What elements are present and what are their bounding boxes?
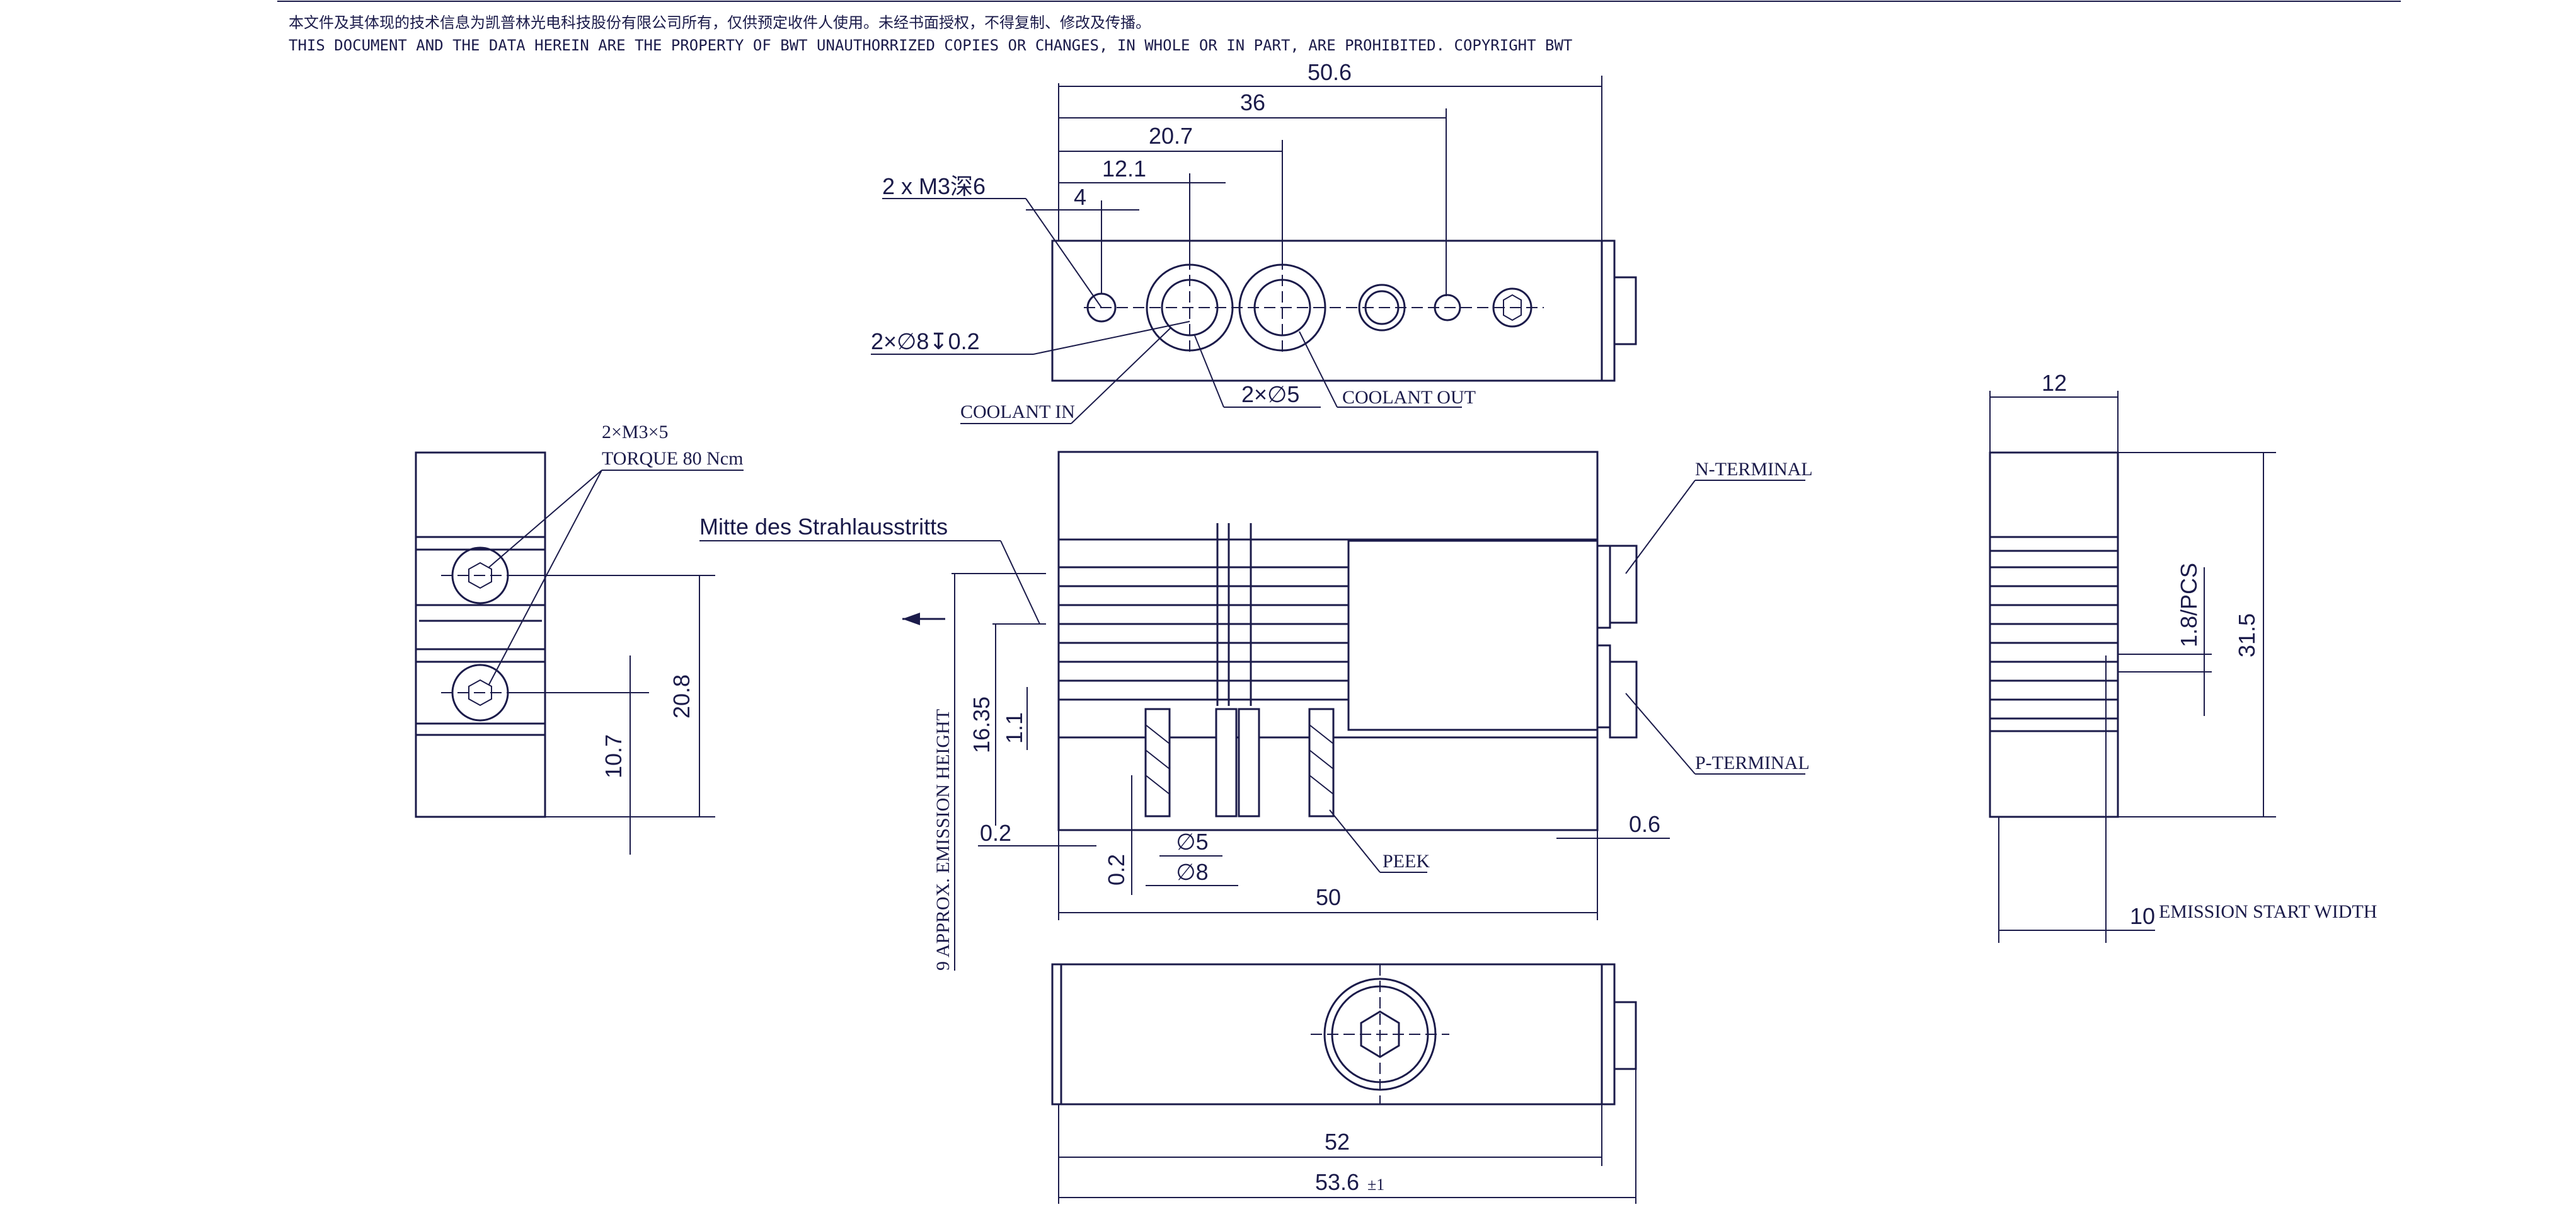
dim-36: 36: [1240, 89, 1265, 115]
n-terminal-label: N-TERMINAL: [1695, 459, 1813, 480]
p-terminal-icon: [1609, 661, 1638, 739]
hatch-line: [1309, 749, 1334, 770]
screw-spec: 2×M3×5: [602, 422, 669, 442]
n-terminal-leader: [1625, 480, 1696, 574]
right-view-body: [1989, 451, 2119, 818]
dim-12-1: 12.1: [1102, 156, 1146, 182]
beam-center-label: Mitte des Strahlausstritts: [699, 514, 948, 540]
pitch-label: 1.8/PCS: [2176, 563, 2202, 647]
bore-section: [1238, 708, 1260, 817]
arrowhead-icon: [902, 613, 920, 625]
dim-10-7: 10.7: [601, 734, 626, 778]
dim-16-35: 16.35: [969, 696, 994, 753]
hex-socket-icon: [468, 562, 492, 589]
peek-label: PEEK: [1383, 851, 1430, 872]
dim-0-2-left: 0.2: [980, 820, 1011, 846]
hex-socket-icon: [1360, 1010, 1400, 1058]
dim-50-6: 50.6: [1308, 59, 1352, 85]
dim-52: 52: [1325, 1129, 1350, 1155]
bottom-view: 52 53.6 ±1: [1051, 963, 1637, 1204]
dim-20-7: 20.7: [1149, 123, 1193, 149]
p-terminal-leader: [1625, 693, 1696, 775]
top-view-body: [1051, 240, 1603, 382]
top-view-terminal: [1613, 276, 1637, 345]
dim-53-6: 53.6: [1315, 1169, 1359, 1195]
coolant-out-label: COOLANT OUT: [1342, 387, 1476, 408]
dim-0-6: 0.6: [1629, 811, 1660, 837]
p-terminal-step: [1596, 644, 1611, 729]
thread-callout: 2 x M3深6: [882, 173, 986, 199]
coolant-in-label: COOLANT IN: [960, 401, 1075, 422]
front-view: Mitte des Strahlausstritts N-TERMINAL P-…: [699, 451, 1813, 971]
dim-20-8: 20.8: [669, 674, 694, 719]
through-hole-leader-diag: [1193, 333, 1224, 408]
thread-leader-diag: [1025, 198, 1102, 308]
top-view: 50.6 36 20.7 12.1 4 2 x M3深6 2×∅8↧0.2 2×…: [871, 59, 1637, 424]
dim-1-1: 1.1: [1001, 712, 1027, 744]
counterbore-leader-diag: [1033, 321, 1190, 355]
hatch-line: [1309, 724, 1334, 744]
dim-12: 12: [2042, 370, 2067, 396]
n-terminal-step: [1596, 545, 1611, 629]
coolant-out-leader-diag: [1299, 331, 1338, 408]
terminal-block: [1347, 540, 1599, 731]
p-terminal-label: P-TERMINAL: [1695, 753, 1810, 773]
hatch-line: [1145, 724, 1170, 744]
through-hole-callout: 2×∅5: [1241, 381, 1299, 407]
n-terminal-icon: [1609, 545, 1638, 624]
hatch-line: [1309, 775, 1334, 795]
hatch-line: [1145, 775, 1170, 795]
left-view: 2×M3×5 TORQUE 80 Ncm 20.8 10.7: [415, 422, 744, 855]
right-view: 12 31.5 1.8/PCS 10 EMISSION START WIDTH: [1989, 370, 2377, 943]
dim-53-6-tolerance: ±1: [1367, 1175, 1384, 1194]
emission-height-label: 9 APPROX. EMISSION HEIGHT: [933, 709, 953, 971]
emission-start-width-label: EMISSION START WIDTH: [2159, 901, 2377, 922]
peek-leader: [1329, 809, 1381, 873]
copyright-cn: 本文件及其体现的技术信息为凯普林光电科技股份有限公司所有，仅供预定收件人使用。未…: [289, 14, 1151, 32]
dim-0-2-bottom: 0.2: [1103, 854, 1129, 886]
top-view-step: [1601, 240, 1616, 382]
bottom-view-step: [1601, 963, 1616, 1106]
dim-50: 50: [1316, 884, 1341, 910]
left-view-body: [415, 451, 546, 818]
dim-4: 4: [1074, 184, 1086, 210]
dim-10: 10: [2130, 903, 2155, 929]
hatch-line: [1145, 749, 1170, 770]
bottom-view-terminal: [1613, 1001, 1637, 1070]
torque-spec: TORQUE 80 Ncm: [602, 448, 743, 469]
dim-d8: ∅8: [1176, 859, 1208, 885]
coolant-in-leader-diag: [1071, 327, 1171, 424]
hex-socket-icon: [468, 679, 492, 707]
hex-shape-icon: [1503, 294, 1522, 321]
dim-31-5: 31.5: [2234, 613, 2260, 657]
bore-section: [1144, 708, 1171, 817]
counterbore-callout: 2×∅8↧0.2: [871, 328, 980, 354]
dim-d5: ∅5: [1176, 829, 1208, 855]
screw-leader: [488, 470, 602, 568]
beam-center-leader: [1000, 540, 1040, 625]
bore-section: [1215, 708, 1238, 817]
bore-section: [1308, 708, 1335, 817]
copyright-en: THIS DOCUMENT AND THE DATA HEREIN ARE TH…: [289, 37, 1572, 54]
screw-leader: [488, 470, 602, 685]
